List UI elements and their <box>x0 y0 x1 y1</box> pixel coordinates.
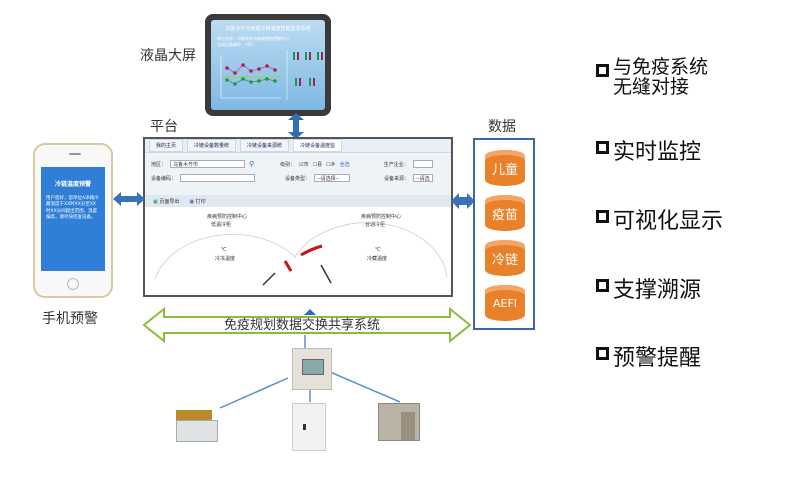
print-button[interactable]: ▣ 打印 <box>189 198 206 205</box>
platform-toolbar: ▣ 页面导出 ▣ 打印 <box>145 195 451 207</box>
gauges-svg <box>154 222 448 286</box>
phone-platform-arrow-icon <box>113 192 145 206</box>
phone-device: 冷链温度预警 用户您好，您单位A冰箱冷藏温度于XX时XX分至XX时XX分间超出范… <box>33 143 113 298</box>
gauge2-needle <box>320 264 332 284</box>
platform-data-arrow-icon <box>451 193 475 209</box>
phone-alert-message: 用户您好，您单位A冰箱冷藏温度于XX时XX分至XX时XX分间超出范围，温度偏高，… <box>46 196 99 220</box>
checkbox-icon <box>596 347 609 360</box>
big-screen-title: 乌鲁木齐市疫苗冷链温度智能监测系统 <box>225 26 311 32</box>
gauge1-red-zone <box>283 260 293 272</box>
print-icon: ▣ <box>189 198 195 205</box>
platform-tabs: 我的主页 冷链设备数量统 冷链设备来源统 冷链设备温度监 <box>145 139 451 153</box>
device-source-label: 设备来源： <box>384 175 410 182</box>
search-icon[interactable]: ⚲ <box>249 160 255 168</box>
phone-screen: 冷链温度预警 用户您好，您单位A冰箱冷藏温度于XX时XX分至XX时XX分间超出范… <box>41 167 105 271</box>
device-source-select[interactable]: --请选 <box>413 174 434 182</box>
region-label: 地区： <box>151 161 167 168</box>
platform-window: 我的主页 冷链设备数量统 冷链设备来源统 冷链设备温度监 地区： 乌鲁木齐市 ⚲… <box>143 137 453 297</box>
level-label: 级别： <box>280 161 296 168</box>
manufacturer-input[interactable] <box>412 160 433 168</box>
level-option-all[interactable]: 全选 <box>339 161 350 168</box>
gauge2-arc <box>294 222 448 278</box>
feature-realtime-monitoring: 实时监控 <box>596 134 701 166</box>
tab-home[interactable]: 我的主页 <box>149 139 184 152</box>
phone-speaker <box>69 153 81 155</box>
export-button[interactable]: ▣ 页面导出 <box>153 198 180 205</box>
excel-icon: ▣ <box>153 198 158 205</box>
cold-room-device <box>378 403 420 441</box>
gauge1-needle <box>262 272 276 286</box>
monitor-gateway-device <box>292 348 332 390</box>
level-option-city[interactable]: ☑市 <box>299 161 309 168</box>
checkbox-icon <box>596 141 609 154</box>
data-item-aefi: AEFI <box>485 285 525 321</box>
checkbox-icon <box>596 64 609 77</box>
feature-seamless-integration: 与免疫系统 无缝对接 <box>596 57 708 97</box>
gauge2-red-zone <box>300 244 323 257</box>
gauge1-unit: ℃ <box>221 247 227 253</box>
gauge2-subtitle: 普通冷柜 <box>365 222 386 228</box>
manufacturer-label: 生产企业： <box>383 161 409 168</box>
data-label: 数据 <box>488 119 516 135</box>
data-item-vaccine: 疫苗 <box>485 195 525 231</box>
feature-line1: 与免疫系统 <box>613 56 709 78</box>
phone-home-button <box>67 278 79 290</box>
level-option-county[interactable]: ☐县 <box>312 161 323 168</box>
big-screen-display: 乌鲁木齐市疫苗冷链温度智能监测系统 单位名称：乌鲁木齐市疾病预防控制中心 当前设… <box>205 14 331 116</box>
tab-device-source[interactable]: 冷链设备来源统 <box>240 139 290 152</box>
phone-alert-title: 冷链温度预警 <box>54 181 91 188</box>
checkbox-icon <box>596 279 609 292</box>
data-container: 儿童 疫苗 冷链 AEFI <box>473 138 535 330</box>
feature-visualization: 可视化显示 <box>596 203 723 235</box>
filter-panel: 地区： 乌鲁木齐市 ⚲ 级别： ☑市 ☐县 ☐乡 全选 生产企业： 设备编码： … <box>145 153 451 195</box>
feature-line2: 无缝对接 <box>613 76 690 98</box>
gauge2-caption: 冷藏温度 <box>367 256 388 262</box>
level-option-town[interactable]: ☐乡 <box>326 161 336 168</box>
device-code-input[interactable] <box>180 174 256 182</box>
screen-platform-arrow-icon <box>288 113 304 139</box>
refrigerator-device <box>292 403 326 451</box>
region-input[interactable]: 乌鲁木齐市 <box>170 160 246 168</box>
phone-label: 手机预警 <box>42 311 98 327</box>
feature-early-warning: 预警提醒 <box>596 340 701 372</box>
tab-device-count[interactable]: 冷链设备数量统 <box>187 139 237 152</box>
gauge1-subtitle: 低温冷柜 <box>211 222 232 228</box>
gauge1-arc <box>154 233 296 280</box>
big-screen-line1: 单位名称：乌鲁木齐市疾病预防控制中心 <box>217 36 289 41</box>
device-type-select[interactable]: --请选择-- <box>314 174 351 182</box>
big-screen-chart <box>220 50 323 100</box>
big-screen-line2: 当前设备编号：A01 <box>217 42 253 47</box>
chest-freezer-device <box>176 410 218 442</box>
gauge1-title: 疾病预防控制中心 <box>207 214 248 220</box>
gauge-area: 疾病预防控制中心 低温冷柜 ℃ 冷冻温度 疾病预防控制中心 普通冷柜 ℃ 冷藏温… <box>145 207 451 295</box>
feature-traceability: 支撑溯源 <box>596 272 701 304</box>
exchange-arrow-icon <box>142 306 472 344</box>
data-item-children: 儿童 <box>485 150 525 186</box>
tab-temperature-monitor[interactable]: 冷链设备温度监 <box>293 139 343 152</box>
device-links <box>219 335 401 409</box>
checkbox-icon <box>596 210 609 223</box>
gauge1-caption: 冷冻温度 <box>215 256 236 262</box>
data-item-cold-chain: 冷链 <box>485 240 525 276</box>
big-screen-label: 液晶大屏 <box>140 48 196 64</box>
gauge2-title: 疾病预防控制中心 <box>361 214 402 220</box>
device-code-label: 设备编码： <box>151 175 177 182</box>
platform-label: 平台 <box>150 119 178 135</box>
gauge2-unit: ℃ <box>375 247 381 253</box>
device-type-label: 设备类型： <box>285 175 311 182</box>
exchange-system-label: 免疫规划数据交换共享系统 <box>224 318 381 333</box>
